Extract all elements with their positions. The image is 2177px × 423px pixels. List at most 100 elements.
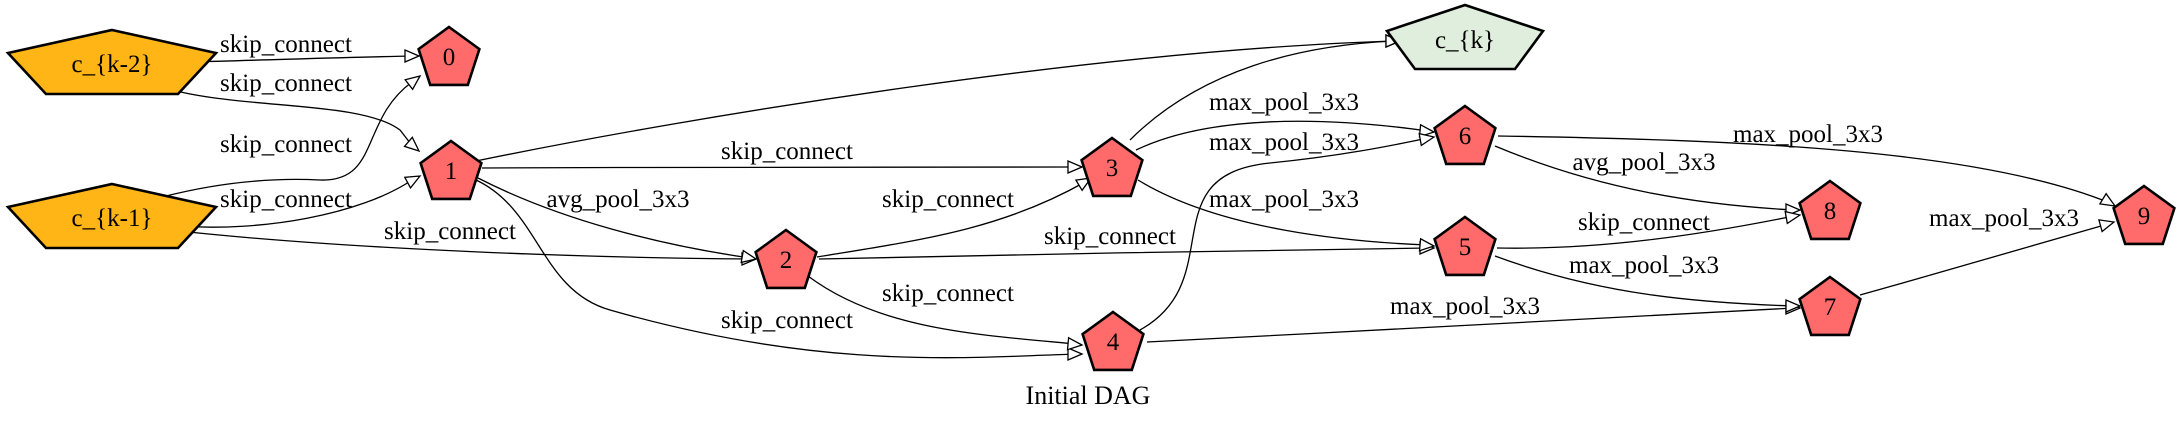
- arrowhead-icon: [1418, 132, 1436, 147]
- arrowhead-icon: [1066, 336, 1084, 351]
- pentagon-node-shape: [1081, 310, 1145, 372]
- edge-ck1-to-n1: skip_connect: [179, 175, 422, 228]
- node-n8: 8: [1798, 179, 1862, 241]
- node-label: 1: [445, 158, 458, 185]
- edge-ck2-to-n1: skip_connect: [164, 70, 421, 153]
- arrowhead-icon: [1785, 299, 1802, 313]
- edge-line: [807, 275, 1077, 345]
- edge-label: max_pool_3x3: [1929, 205, 2079, 232]
- node-n4: 4: [1081, 310, 1145, 372]
- edge-line: [475, 179, 1077, 359]
- arrowhead-icon: [403, 136, 421, 153]
- node-n2: 2: [754, 228, 818, 290]
- arrowhead-icon: [1067, 347, 1084, 361]
- edge-line: [1135, 120, 1429, 151]
- node-ck: c_{k}: [1384, 3, 1546, 71]
- edge-label: skip_connect: [721, 307, 853, 334]
- node-n0: 0: [417, 25, 481, 87]
- edge-label: skip_connect: [882, 280, 1014, 307]
- edge-line: [481, 166, 1077, 169]
- node-ck1: c_{k-1}: [5, 182, 219, 250]
- edge-n3-to-n6: max_pool_3x3: [1135, 89, 1436, 151]
- edge-line: [1494, 255, 1795, 307]
- pentagon-node-shape: [1384, 3, 1546, 71]
- edge-line: [1494, 145, 1795, 211]
- edge-n1-to-n3: skip_connect: [481, 138, 1084, 174]
- edge-ck1-to-n0: skip_connect: [165, 74, 422, 197]
- edge-line: [187, 55, 417, 63]
- edge-label: max_pool_3x3: [1209, 89, 1359, 116]
- arrowhead-icon: [1784, 210, 1802, 225]
- node-n5: 5: [1433, 215, 1497, 277]
- diagram-caption: Initial DAG: [1026, 381, 1151, 410]
- edge-label: skip_connect: [220, 31, 352, 58]
- arrowhead-icon: [403, 175, 422, 190]
- edge-label: skip_connect: [1578, 209, 1710, 236]
- edge-label: avg_pool_3x3: [546, 186, 689, 213]
- edge-n5-to-n8: skip_connect: [1496, 209, 1802, 249]
- pentagon-node-shape: [1433, 104, 1497, 166]
- node-label: c_{k-2}: [72, 51, 153, 78]
- node-n1: 1: [419, 139, 483, 201]
- edge-label: skip_connect: [384, 218, 516, 245]
- edge-line: [165, 81, 413, 197]
- arrowhead-icon: [1067, 160, 1084, 174]
- node-n3: 3: [1080, 136, 1144, 198]
- edge-n6-to-n8: avg_pool_3x3: [1494, 145, 1802, 217]
- pentagon-node-shape: [419, 139, 483, 201]
- edge-line: [1859, 223, 2109, 296]
- node-ck2: c_{k-2}: [5, 28, 219, 96]
- edge-line: [475, 40, 1396, 162]
- edge-n7-to-n9: max_pool_3x3: [1859, 205, 2116, 296]
- edge-label: skip_connect: [220, 131, 352, 158]
- arrowhead-icon: [1418, 123, 1436, 138]
- edge-label: max_pool_3x3: [1209, 186, 1359, 213]
- edge-line: [818, 247, 1429, 260]
- edge-n1-to-n4: skip_connect: [475, 179, 1084, 361]
- node-label: 8: [1824, 198, 1837, 225]
- pentagon-node-shape: [5, 28, 219, 96]
- pentagon-node-shape: [1080, 136, 1144, 198]
- node-label: 5: [1459, 234, 1472, 261]
- edge-line: [1496, 215, 1795, 249]
- pentagon-node-shape: [754, 228, 818, 290]
- edge-n6-to-n9: max_pool_3x3: [1497, 121, 2117, 207]
- edge-line: [169, 229, 751, 260]
- edge-n2-to-n5: skip_connect: [818, 223, 1436, 260]
- edge-n4-to-n6: max_pool_3x3: [1139, 129, 1436, 331]
- edge-label: skip_connect: [1044, 223, 1176, 250]
- edge-label: avg_pool_3x3: [1572, 149, 1715, 176]
- edge-line: [816, 181, 1086, 258]
- node-label: 3: [1106, 155, 1119, 182]
- node-label: 0: [443, 44, 456, 71]
- arrowhead-icon: [404, 74, 422, 91]
- pentagon-node-shape: [1798, 179, 1862, 241]
- edge-n3-to-n5: max_pool_3x3: [1137, 179, 1436, 252]
- pentagon-node-shape: [1798, 275, 1862, 337]
- node-label: 4: [1107, 329, 1120, 356]
- node-n6: 6: [1433, 104, 1497, 166]
- edges-layer: skip_connectskip_connectskip_connectskip…: [164, 31, 2117, 361]
- arrowhead-icon: [1418, 237, 1436, 252]
- arrowhead-icon: [2098, 192, 2117, 207]
- edge-n4-to-n7: max_pool_3x3: [1146, 293, 1802, 343]
- node-label: 2: [780, 247, 793, 274]
- pentagon-node-shape: [5, 182, 219, 250]
- edge-n2-to-n4: skip_connect: [807, 275, 1084, 351]
- arrowhead-icon: [404, 49, 421, 63]
- edge-line: [1129, 40, 1396, 141]
- node-label: 6: [1459, 123, 1472, 150]
- node-label: c_{k}: [1435, 27, 1495, 54]
- edge-ck2-to-n0: skip_connect: [187, 31, 421, 63]
- pentagon-node-shape: [417, 25, 481, 87]
- edge-label: max_pool_3x3: [1733, 121, 1883, 148]
- edge-label: max_pool_3x3: [1390, 293, 1540, 320]
- edge-label: skip_connect: [882, 186, 1014, 213]
- node-label: c_{k-1}: [72, 205, 153, 232]
- edge-line: [1146, 307, 1795, 343]
- arrowhead-icon: [740, 249, 758, 264]
- edge-ck1-to-n2: skip_connect: [169, 218, 758, 266]
- node-label: 9: [2138, 203, 2151, 230]
